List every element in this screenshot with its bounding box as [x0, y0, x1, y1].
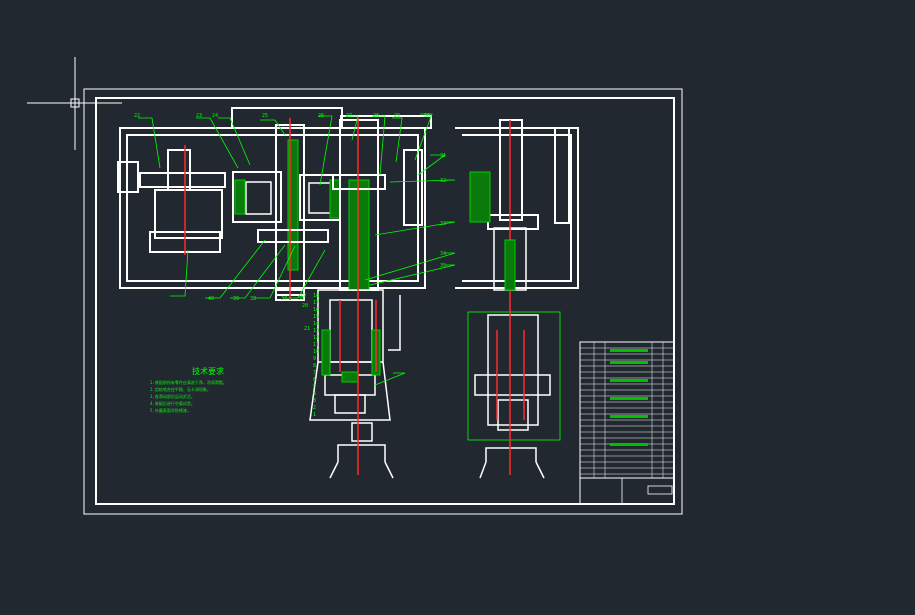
gear-left	[232, 171, 282, 223]
balloon-label: 15	[313, 314, 319, 320]
balloon-label: 34	[440, 251, 446, 257]
balloon-label: 18	[313, 293, 319, 299]
side-view	[455, 119, 579, 479]
balloon-group-side: 19 20 21	[300, 293, 310, 332]
balloon-label: 27	[346, 113, 352, 119]
motor-body	[117, 149, 226, 253]
balloon-label: 21	[304, 326, 310, 332]
balloon-label: 8	[313, 363, 316, 369]
balloon-label: 14	[313, 321, 319, 327]
spindle-assembly	[309, 289, 401, 479]
balloon-label: 30	[424, 113, 430, 119]
title-block	[579, 341, 675, 505]
balloon-label: 10	[313, 349, 319, 355]
balloon-label: 31	[440, 153, 446, 159]
balloon-label: 24	[212, 113, 218, 119]
balloon-label: 12	[313, 335, 319, 341]
balloon-label: 6	[313, 377, 316, 383]
balloon-label: 33	[440, 221, 446, 227]
balloon-label: 19	[300, 293, 306, 299]
notes-title: 技术要求	[192, 366, 224, 376]
balloon-label: 38	[250, 296, 256, 302]
balloon-label: 32	[440, 178, 446, 184]
side-hatch-spindle	[504, 239, 516, 291]
technical-notes: 技术要求 1.装配前所有零件应清洗干净，涂润滑脂。 2.齿轮啮合应平稳，无卡滞现…	[150, 366, 227, 413]
balloon-label: 40	[208, 296, 214, 302]
balloon-label: 22	[134, 113, 140, 119]
notes-line: 2.齿轮啮合应平稳，无卡滞现象。	[150, 386, 211, 392]
side-hatch-block	[469, 171, 491, 223]
balloon-label: 36	[298, 296, 304, 302]
centerlines	[184, 118, 377, 475]
balloon-group-right: 31 32 33 34 35	[440, 153, 446, 269]
sheet-outer-border	[83, 88, 683, 515]
title-block-text-mark	[610, 379, 648, 382]
balloon-label: 25	[262, 113, 268, 119]
balloon-label: 3	[313, 398, 316, 404]
side-housing	[455, 119, 579, 289]
balloon-label: 29	[394, 113, 400, 119]
balloon-label: 35	[440, 263, 446, 269]
balloon-label: 39	[233, 296, 239, 302]
notes-line: 5.外露表面涂防锈漆。	[150, 407, 191, 413]
title-block-text-mark	[610, 361, 648, 364]
crosshair-cursor	[27, 57, 122, 150]
title-block-text-mark	[610, 349, 648, 352]
notes-line: 4.装配后进行空载试验。	[150, 400, 195, 406]
balloon-label: 20	[302, 303, 308, 309]
balloon-label: 28	[373, 113, 379, 119]
notes-line: 3.各滑动部位运动灵活。	[150, 393, 195, 399]
side-dimension-box	[467, 311, 561, 441]
balloon-label: 13	[313, 328, 319, 334]
balloon-label: 1	[313, 412, 316, 418]
balloon-label: 37	[281, 296, 287, 302]
balloon-group-top: 22 23 24 25 26 27 28 29 30	[134, 113, 430, 119]
sheet-inner-border	[95, 97, 675, 505]
screw-column	[332, 119, 423, 291]
balloon-label: 11	[313, 342, 319, 348]
balloon-label: 7	[313, 370, 316, 376]
title-block-text-mark	[610, 397, 648, 400]
gearbox-housing	[119, 107, 432, 289]
balloon-label: 9	[313, 356, 316, 362]
notes-line: 1.装配前所有零件应清洗干净，涂润滑脂。	[150, 379, 227, 385]
balloon-label: 17	[313, 300, 319, 306]
side-spindle	[474, 227, 551, 479]
title-block-text-mark	[610, 443, 648, 446]
balloon-label: 26	[318, 113, 324, 119]
balloon-label: 4	[313, 391, 316, 397]
side-centerline	[496, 120, 525, 475]
title-block-text-mark	[610, 415, 648, 418]
balloon-group-left-bottom: 40 39 38 37 36	[208, 296, 304, 302]
balloon-label: 5	[313, 384, 316, 390]
balloon-label: 16	[313, 307, 319, 313]
leader-lines	[138, 113, 456, 386]
balloon-label: 2	[313, 405, 316, 411]
balloon-label: 23	[196, 113, 202, 119]
